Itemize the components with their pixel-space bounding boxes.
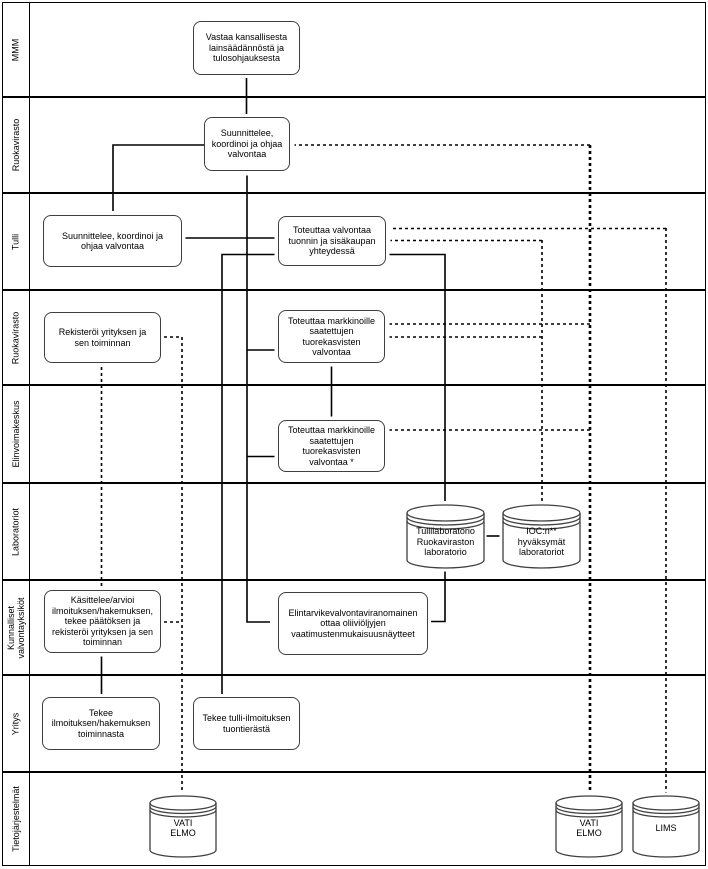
lane-label-text: Ruokavirasto bbox=[10, 118, 21, 172]
process-ruokavirasto-plan: Suunnittelee, koordinoi ja ohjaa valvont… bbox=[204, 117, 290, 171]
lane-label-divider bbox=[28, 2, 30, 866]
datastore-lims-label: LIMS bbox=[655, 822, 677, 833]
lane-label-text: Ruokavirasto bbox=[10, 311, 21, 364]
datastore-vati-left-label: VATI ELMO bbox=[170, 817, 196, 839]
process-company-customs: Tekee tulli-ilmoituksen tuontierästä bbox=[193, 697, 300, 750]
lane-label-tulli: Tulli bbox=[2, 193, 29, 290]
lane-divider bbox=[2, 771, 706, 773]
process-mmm-duty: Vastaa kansallisesta lainsäädännöstä ja … bbox=[193, 21, 300, 75]
lane-label-text: Tietojärjestelmät bbox=[10, 786, 21, 852]
lane-label-text: Kunnalliset valvontayksiköt bbox=[5, 596, 26, 659]
process-ruokavirasto-market-control: Toteuttaa markkinoille saatettujen tuore… bbox=[278, 310, 385, 363]
datastore-ioc-label: IOC:n** hyväksymät laboratoriot bbox=[517, 526, 566, 558]
lane-divider bbox=[2, 384, 706, 386]
lane-divider bbox=[2, 674, 706, 676]
lane-label-ruokavirasto-2: Ruokavirasto bbox=[2, 290, 29, 385]
process-tulli-control: Toteuttaa valvontaa tuonnin ja sisäkaupa… bbox=[278, 216, 386, 266]
process-municipal-sampling: Elintarvikevalvontaviranomainen ottaa ol… bbox=[278, 592, 428, 655]
lane-divider bbox=[2, 579, 706, 581]
lane-label-text: MMM bbox=[10, 38, 21, 61]
lane-label-laboratoriot: Laboratoriot bbox=[2, 483, 29, 580]
lane-label-kunnalliset: Kunnalliset valvontayksiköt bbox=[2, 580, 29, 675]
lane-label-text: Elinvoimakeskus bbox=[10, 400, 21, 468]
datastore-vati-right-label: VATI ELMO bbox=[576, 817, 602, 839]
lane-label-mmm: MMM bbox=[2, 2, 29, 97]
process-ruokavirasto-register: Rekisteröi yrityksen ja sen toiminnan bbox=[44, 312, 161, 363]
lane-label-tietojarjestelmat: Tietojärjestelmät bbox=[2, 772, 29, 866]
process-company-notification: Tekee ilmoituksen/hakemuksen toiminnasta bbox=[42, 697, 160, 750]
lane-label-ruokavirasto-1: Ruokavirasto bbox=[2, 97, 29, 193]
datastore-tullilaboratorio-label: Tullilaboratorio Ruokaviraston laborator… bbox=[416, 526, 475, 558]
lane-label-text: Tulli bbox=[10, 233, 21, 250]
process-municipal-process: Käsittelee/arvioi ilmoituksen/hakemuksen… bbox=[44, 590, 161, 653]
lane-divider bbox=[2, 482, 706, 484]
process-tulli-plan: Suunnittelee, koordinoi ja ohjaa valvont… bbox=[43, 215, 182, 267]
process-ely-market-control: Toteuttaa markkinoille saatettujen tuore… bbox=[278, 420, 385, 472]
lane-label-text: Yritys bbox=[10, 712, 21, 735]
lane-divider bbox=[2, 289, 706, 291]
lane-label-elinvoimakeskus: Elinvoimakeskus bbox=[2, 385, 29, 483]
lane-label-text: Laboratoriot bbox=[10, 507, 21, 556]
lane-label-yritys: Yritys bbox=[2, 675, 29, 772]
lane-divider bbox=[2, 192, 706, 194]
lane-divider bbox=[2, 96, 706, 98]
